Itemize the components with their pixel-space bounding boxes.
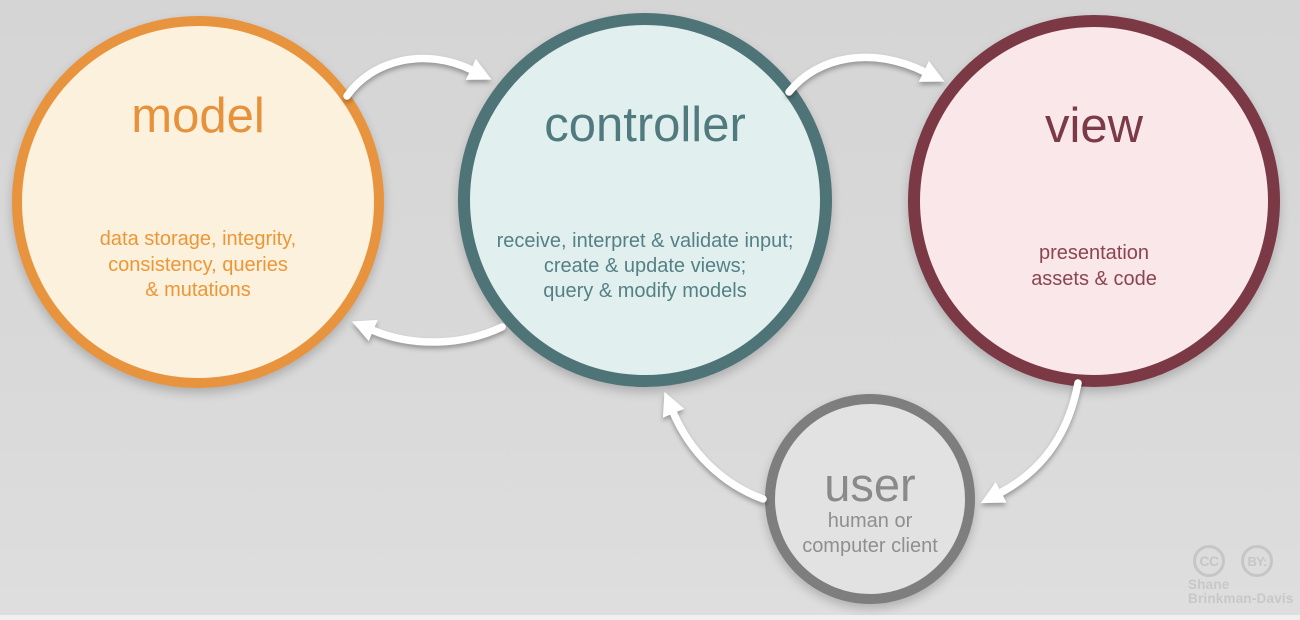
model-description-line: data storage, integrity,	[99, 228, 297, 250]
user-title: user	[824, 458, 916, 511]
controller-description-line: create & update views;	[543, 255, 747, 277]
model-description: data storage, integrity, consistency, qu…	[22, 227, 374, 304]
cc-badge-icon: CC	[1193, 545, 1225, 577]
view-description-line: assets & code	[1031, 268, 1157, 290]
view-title: view	[1044, 99, 1144, 153]
arrow-user-to-controller	[662, 391, 767, 503]
by-badge-icon: BY:	[1241, 545, 1273, 577]
user-description: human or computer client	[775, 509, 965, 559]
arrow-controller-to-view	[785, 53, 945, 96]
controller-node: controller receive, interpret & validate…	[458, 13, 832, 387]
user-description-line: human or	[827, 510, 913, 532]
user-node: user human or computer client	[765, 394, 975, 604]
controller-description-line: receive, interpret & validate input;	[496, 230, 794, 252]
model-title: model	[131, 89, 265, 143]
view-description: presentation assets & code	[920, 240, 1268, 292]
view-node: view presentation assets & code	[908, 15, 1280, 387]
slide-bottom-edge	[0, 615, 1300, 620]
user-description-line: computer client	[802, 535, 938, 557]
arrow-view-to-user	[980, 379, 1082, 504]
author-line-2: Brinkman-Davis	[1188, 590, 1294, 606]
author-line-1: Shane	[1188, 577, 1230, 592]
model-node: model data storage, integrity, consisten…	[12, 16, 384, 388]
controller-description: receive, interpret & validate input; cre…	[470, 229, 820, 304]
controller-description-line: query & modify models	[543, 280, 747, 302]
model-description-line: & mutations	[145, 279, 251, 301]
arrow-controller-to-model	[351, 319, 506, 346]
arrow-model-to-controller	[343, 54, 492, 100]
controller-title: controller	[544, 98, 746, 152]
author-attribution: Shane Brinkman-Davis	[1188, 578, 1294, 605]
view-description-line: presentation	[1038, 242, 1150, 264]
model-description-line: consistency, queries	[108, 253, 288, 276]
